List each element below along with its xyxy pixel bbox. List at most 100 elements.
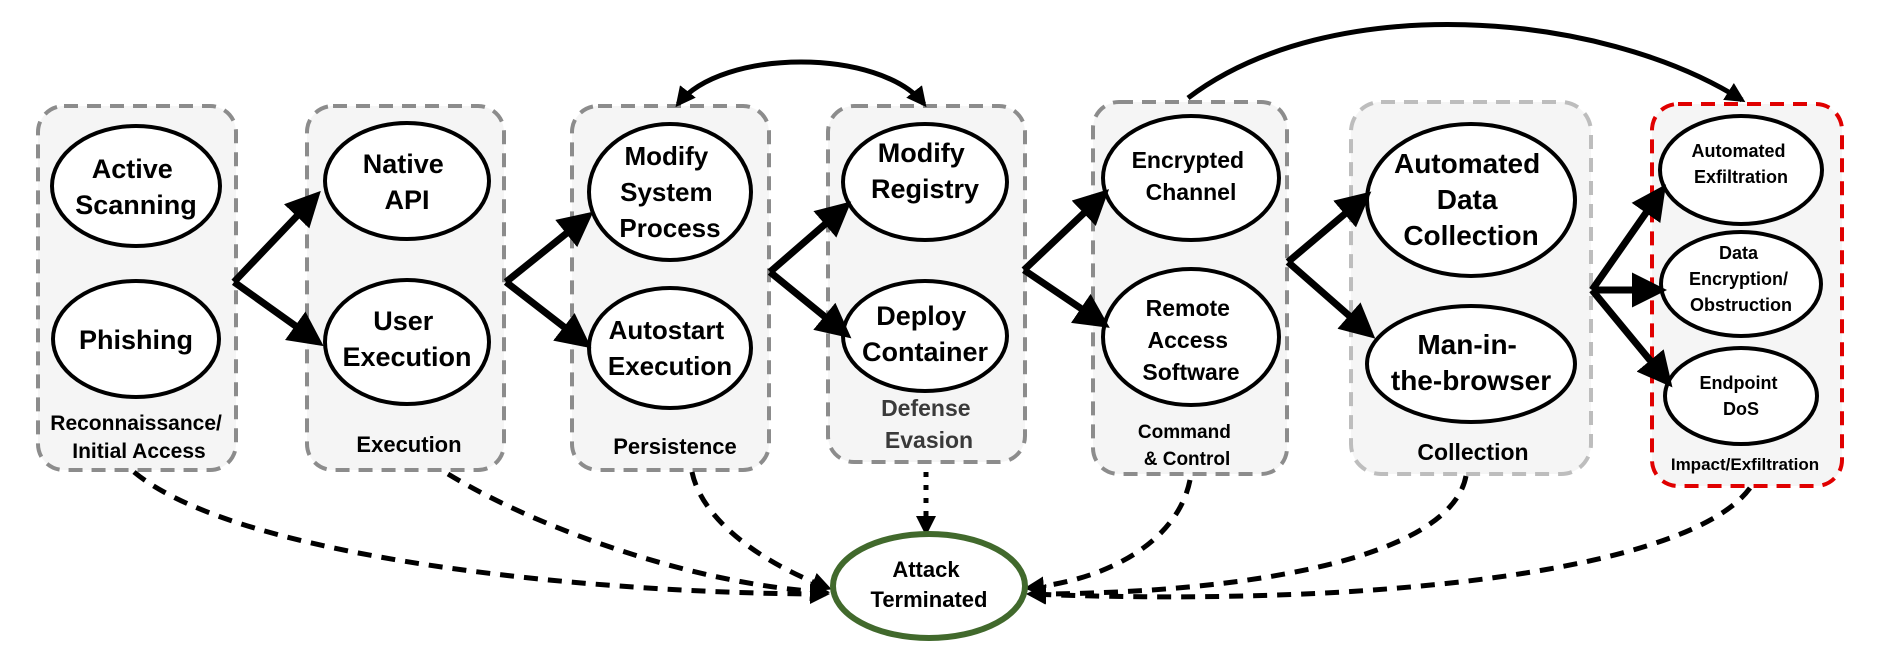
dashed-arrow-recon-to-terminated [132,470,830,604]
node-text: Software [1142,359,1239,385]
stage-execution: Native API User Execution Execution [305,104,506,472]
node-text: Access [1148,327,1229,353]
svg-text:Reconnaissance/ Initial: Reconnaissance/ Initial Access [50,412,227,463]
dashed-arrow-persistence-to-terminated [689,471,832,592]
node-native-api [323,121,491,241]
stage-recon: Active Scanning Phishing Reconnaissance/… [36,104,238,472]
arrow-recon-to-native-api [231,190,321,285]
node-autostart-execution [587,286,753,410]
svg-text:Phishing: Phishing [79,325,193,355]
node-endpoint-dos [1663,346,1819,446]
node-text: Data [1719,243,1759,263]
svg-text:Command & Control: Command & Control [1138,422,1236,470]
node-text: Modify [625,141,709,171]
arrow-defense-to-remote-access [1022,267,1110,328]
stage-impact-exfiltration: Automated Exfiltration Data Encryption/ … [1650,102,1844,488]
node-user-execution [323,278,491,406]
stage-label: & Control [1144,449,1231,470]
stage-label: Collection [1417,439,1528,465]
stage-collection: Automated Data Collection Man-in- the-br… [1349,100,1593,476]
svg-text:Execution: Execution [356,432,461,457]
svg-text:Defense Evasion: Defense Evasion [881,395,977,453]
node-text: Remote [1146,295,1230,321]
dashed-arrow-c2-to-terminated [1024,479,1193,597]
stage-label: Persistence [613,434,737,459]
stage-defense-evasion: Modify Registry Deploy Container Defense… [826,104,1027,464]
arrow-collection-to-endpoint-dos [1589,287,1673,388]
svg-text:Data Encryption/ O: Data Encryption/ Obstruction [1689,243,1793,315]
dashed-arrow-execution-to-terminated [446,471,830,602]
node-text: User [373,306,434,336]
node-remote-access-software [1101,267,1281,407]
node-text: DoS [1723,399,1759,419]
arrow-c2-to-automated-data-collection [1285,191,1372,265]
svg-text:Native API: Native API [363,149,452,215]
stage-command-control: Encrypted Channel Remote Access Software… [1091,100,1289,476]
node-text: Obstruction [1690,295,1792,315]
svg-text:Remote Access Soft: Remote Access Software [1142,295,1239,385]
node-text: Endpoint [1700,373,1778,393]
svg-text:User Execution: User Execution [342,306,471,372]
node-text: Execution [608,351,732,381]
node-text: Man-in- [1417,329,1517,360]
arrow-collection-to-automated-exfiltration [1589,184,1667,293]
node-text: Registry [871,174,979,204]
node-man-in-the-browser [1365,304,1577,424]
node-text: Phishing [79,325,193,355]
svg-text:Persistence: Persistence [613,434,737,459]
node-automated-exfiltration [1658,114,1824,226]
attack-terminated: Attack Terminated [830,531,1028,641]
svg-text:Endpoint DoS: Endpoint DoS [1700,373,1783,419]
svg-text:Modify Registry: Modify Registry [871,138,979,204]
terminated-ellipse [830,531,1028,641]
node-phishing [51,279,221,399]
stage-label: Impact/Exfiltration [1671,455,1819,474]
arrow-execution-to-autostart-execution [503,279,592,349]
node-text: Autostart [609,315,725,345]
svg-text:Man-in- the-browser: Man-in- the-browser [1391,329,1551,396]
node-text: Automated [1394,148,1540,179]
svg-text:Automated Data Col: Automated Data Collection [1394,148,1548,251]
stage-transition-arrows [231,184,1673,388]
stage-label: Initial Access [72,440,205,463]
stage-label: Execution [356,432,461,457]
node-text: Encryption/ [1689,269,1788,289]
svg-text:Encrypted Channel: Encrypted Channel [1132,147,1251,205]
node-text: Deploy [876,301,966,331]
stage-label: Reconnaissance/ [50,412,222,435]
node-text: Execution [342,342,471,372]
node-text: Process [619,213,720,243]
node-text: Collection [1403,220,1538,251]
arrow-execution-to-modify-system-process [503,211,594,285]
svg-text:Deploy Container: Deploy Container [862,301,989,367]
stage-label: Command [1138,422,1231,443]
svg-text:Impact/Exfiltration: Impact/Exfiltration [1671,455,1819,474]
terminated-text: Terminated [871,587,988,612]
arrow-persistence-defense-bidirectional [675,59,927,108]
arrow-persistence-to-deploy-container [767,269,852,339]
svg-text:Autostart Execution: Autostart Execution [608,315,732,381]
node-text: Channel [1146,179,1237,205]
arrow-c2-to-man-in-the-browser [1285,259,1376,339]
svg-text:Automated Exfiltration: Automated Exfiltration [1691,141,1790,187]
node-modify-registry [841,122,1009,242]
node-text: Scanning [75,190,197,220]
svg-text:Active Scanning: Active Scanning [75,154,197,220]
node-text: Modify [878,138,965,168]
svg-text:Attack Terminated: Attack Terminated [871,557,988,612]
node-text: Native [363,149,444,179]
arrow-defense-to-encrypted-channel [1021,189,1110,273]
node-text: Automated [1691,141,1785,161]
arrow-persistence-to-modify-registry [767,201,852,275]
node-deploy-container [841,279,1009,393]
stage-label: Evasion [885,427,973,453]
node-text: Exfiltration [1694,167,1788,187]
stage-label: Defense [881,395,970,421]
node-text: Data [1437,184,1498,215]
node-text: API [384,185,429,215]
node-text: the-browser [1391,365,1551,396]
svg-text:Collection: Collection [1417,439,1528,465]
node-text: Container [862,337,989,367]
node-encrypted-channel [1101,114,1281,242]
